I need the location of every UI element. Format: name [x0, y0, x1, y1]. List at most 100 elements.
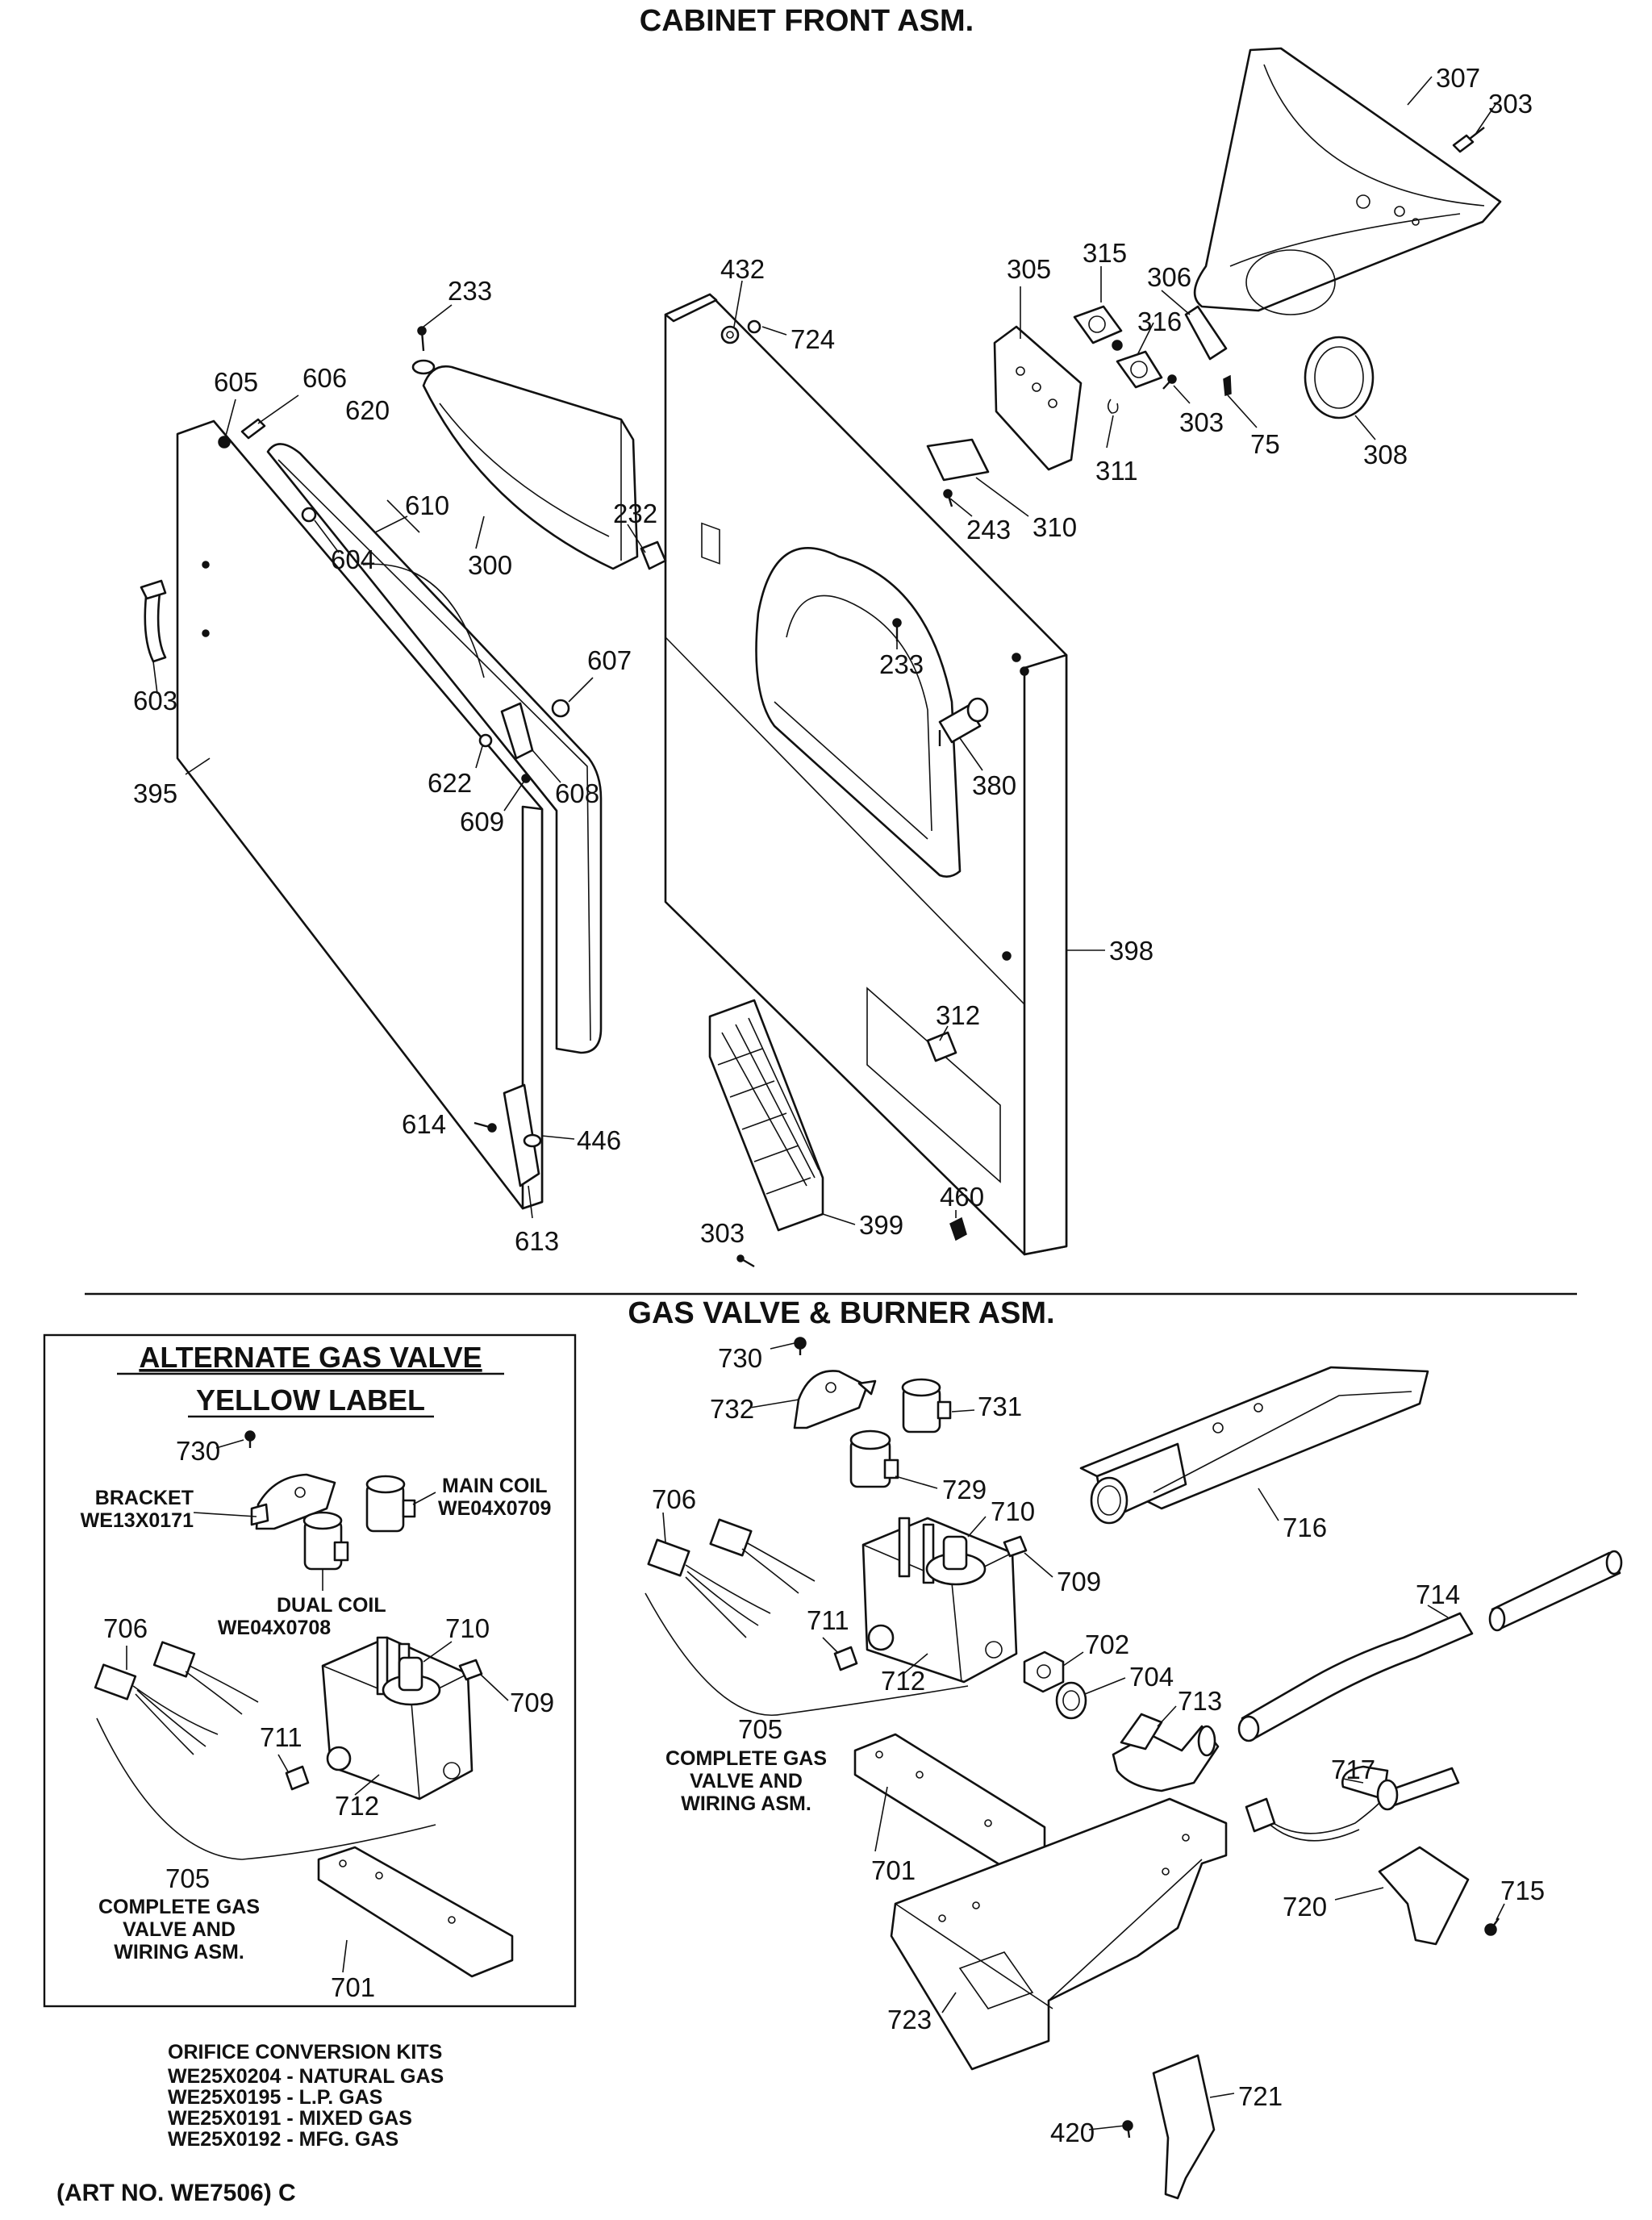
callout-613: 613	[515, 1226, 559, 1256]
bracket-label: BRACKET	[95, 1487, 194, 1509]
callout-606: 606	[302, 363, 347, 393]
complete-gas-line2: VALVE AND	[690, 1770, 803, 1792]
callout-702: 702	[1085, 1630, 1129, 1659]
part-711-orifice	[833, 1646, 858, 1671]
orifice-kit-3: WE25X0191 - MIXED GAS	[168, 2107, 412, 2130]
callout-311: 311	[1095, 456, 1138, 486]
part-310-strip	[926, 438, 990, 482]
complete-gas-line1: COMPLETE GAS	[665, 1747, 827, 1770]
part-705-group-curve	[645, 1592, 969, 1716]
callout-732: 732	[710, 1394, 754, 1424]
alternate-gas-valve-title: ALTERNATE GAS VALVE	[139, 1341, 482, 1374]
callout-305: 305	[1007, 254, 1051, 284]
part-724-screw	[747, 319, 761, 334]
part-713-elbow	[1112, 1713, 1220, 1792]
part-701-mounting-plate	[853, 1733, 1046, 1869]
alt-complete-gas-line3: WIRING ASM.	[114, 1941, 244, 1963]
callout-310: 310	[1032, 512, 1077, 542]
alt-callout-712: 712	[335, 1791, 379, 1821]
part-446-washer	[523, 1133, 542, 1148]
callout-705: 705	[738, 1714, 782, 1744]
part-303-screw-bottom	[736, 1254, 755, 1268]
part-75-screw	[1223, 374, 1232, 396]
alt-complete-gas-line2: VALVE AND	[123, 1918, 236, 1941]
alt-gas-valve-body	[321, 1636, 473, 1801]
part-380-door-switch	[938, 697, 989, 746]
part-243-screw	[943, 489, 953, 507]
alt-callout-701: 701	[331, 1972, 375, 2002]
callout-701: 701	[871, 1855, 916, 1885]
gas-valve-burner-title: GAS VALVE & BURNER ASM.	[628, 1296, 1054, 1330]
callout-460: 460	[940, 1182, 984, 1212]
callout-75: 75	[1250, 429, 1280, 459]
callout-730: 730	[718, 1343, 762, 1373]
part-308-seal-ring	[1304, 336, 1375, 419]
alt-labels: 730 BRACKET WE13X0171 MAIN COIL WE04X070…	[81, 1436, 554, 2002]
alt-complete-gas-line1: COMPLETE GAS	[98, 1896, 260, 1918]
alt-callout-705: 705	[165, 1863, 210, 1893]
callout-303-top: 303	[1488, 89, 1533, 119]
part-311-clip	[1107, 399, 1119, 414]
callout-713: 713	[1178, 1686, 1222, 1716]
part-604-screw	[301, 507, 317, 523]
part-605-plug	[218, 436, 231, 449]
alt-705-group-curve	[96, 1717, 436, 1860]
part-702-nut	[1023, 1650, 1065, 1693]
part-232-clip	[640, 540, 667, 570]
callout-720: 720	[1283, 1892, 1327, 1922]
callout-399: 399	[859, 1210, 903, 1240]
orifice-kit-1: WE25X0204 - NATURAL GAS	[168, 2065, 444, 2088]
callout-620: 620	[345, 395, 390, 425]
part-305-cover-plate	[993, 325, 1083, 471]
callout-712: 712	[881, 1666, 925, 1696]
part-620-washer	[411, 359, 436, 375]
bracket-part-number: WE13X0171	[81, 1509, 194, 1532]
callout-711: 711	[807, 1605, 849, 1635]
part-398-front-panel	[664, 293, 1068, 1256]
dual-coil-part-number: WE04X0708	[218, 1617, 331, 1639]
part-704-orifice	[1055, 1681, 1087, 1720]
complete-gas-line3: WIRING ASM.	[681, 1792, 811, 1815]
part-420-screw	[1122, 2120, 1133, 2139]
callout-731: 731	[978, 1392, 1022, 1421]
part-306-bracket	[1184, 305, 1228, 361]
callout-432: 432	[720, 254, 765, 284]
part-614-screw	[473, 1121, 497, 1133]
part-717-igniter	[1245, 1765, 1460, 1842]
part-395-door	[176, 419, 603, 1210]
callout-608: 608	[555, 778, 599, 808]
part-706-wire-harness	[647, 1518, 816, 1638]
callout-420: 420	[1050, 2118, 1095, 2147]
part-709-orifice	[1003, 1535, 1028, 1558]
alt-709-orifice	[458, 1659, 483, 1681]
orifice-heading: ORIFICE CONVERSION KITS	[168, 2041, 442, 2064]
burner-callouts: 730 732 731 729 706 710 709 711 712 702 …	[652, 1343, 1545, 2147]
part-731-coil	[901, 1378, 952, 1433]
part-606-screw	[240, 418, 266, 440]
callout-721: 721	[1238, 2081, 1283, 2111]
callout-729: 729	[942, 1475, 987, 1504]
callout-446: 446	[577, 1125, 621, 1155]
callout-243: 243	[966, 515, 1011, 545]
part-732-bracket	[793, 1370, 877, 1429]
part-721-heat-shield	[1152, 2054, 1216, 2200]
callout-303-mid: 303	[1179, 407, 1224, 437]
callout-307: 307	[1436, 63, 1480, 93]
yellow-label-title: YELLOW LABEL	[196, 1383, 425, 1417]
part-316-thermostat	[1116, 350, 1163, 389]
part-460-screw	[949, 1216, 967, 1241]
alt-callout-730: 730	[176, 1436, 220, 1466]
dual-coil-label: DUAL COIL	[277, 1594, 386, 1617]
part-307-bulkhead-shroud	[1193, 47, 1502, 315]
callout-604: 604	[331, 545, 375, 574]
callout-398: 398	[1109, 936, 1153, 966]
part-303-screw-mid	[1162, 374, 1177, 390]
callout-315: 315	[1083, 238, 1127, 268]
part-300-lint-duct	[422, 365, 639, 570]
callout-603: 603	[133, 686, 177, 716]
callout-609: 609	[460, 807, 504, 837]
callout-380: 380	[972, 770, 1016, 800]
part-233-screw-top	[417, 326, 427, 352]
callout-607: 607	[587, 645, 632, 675]
